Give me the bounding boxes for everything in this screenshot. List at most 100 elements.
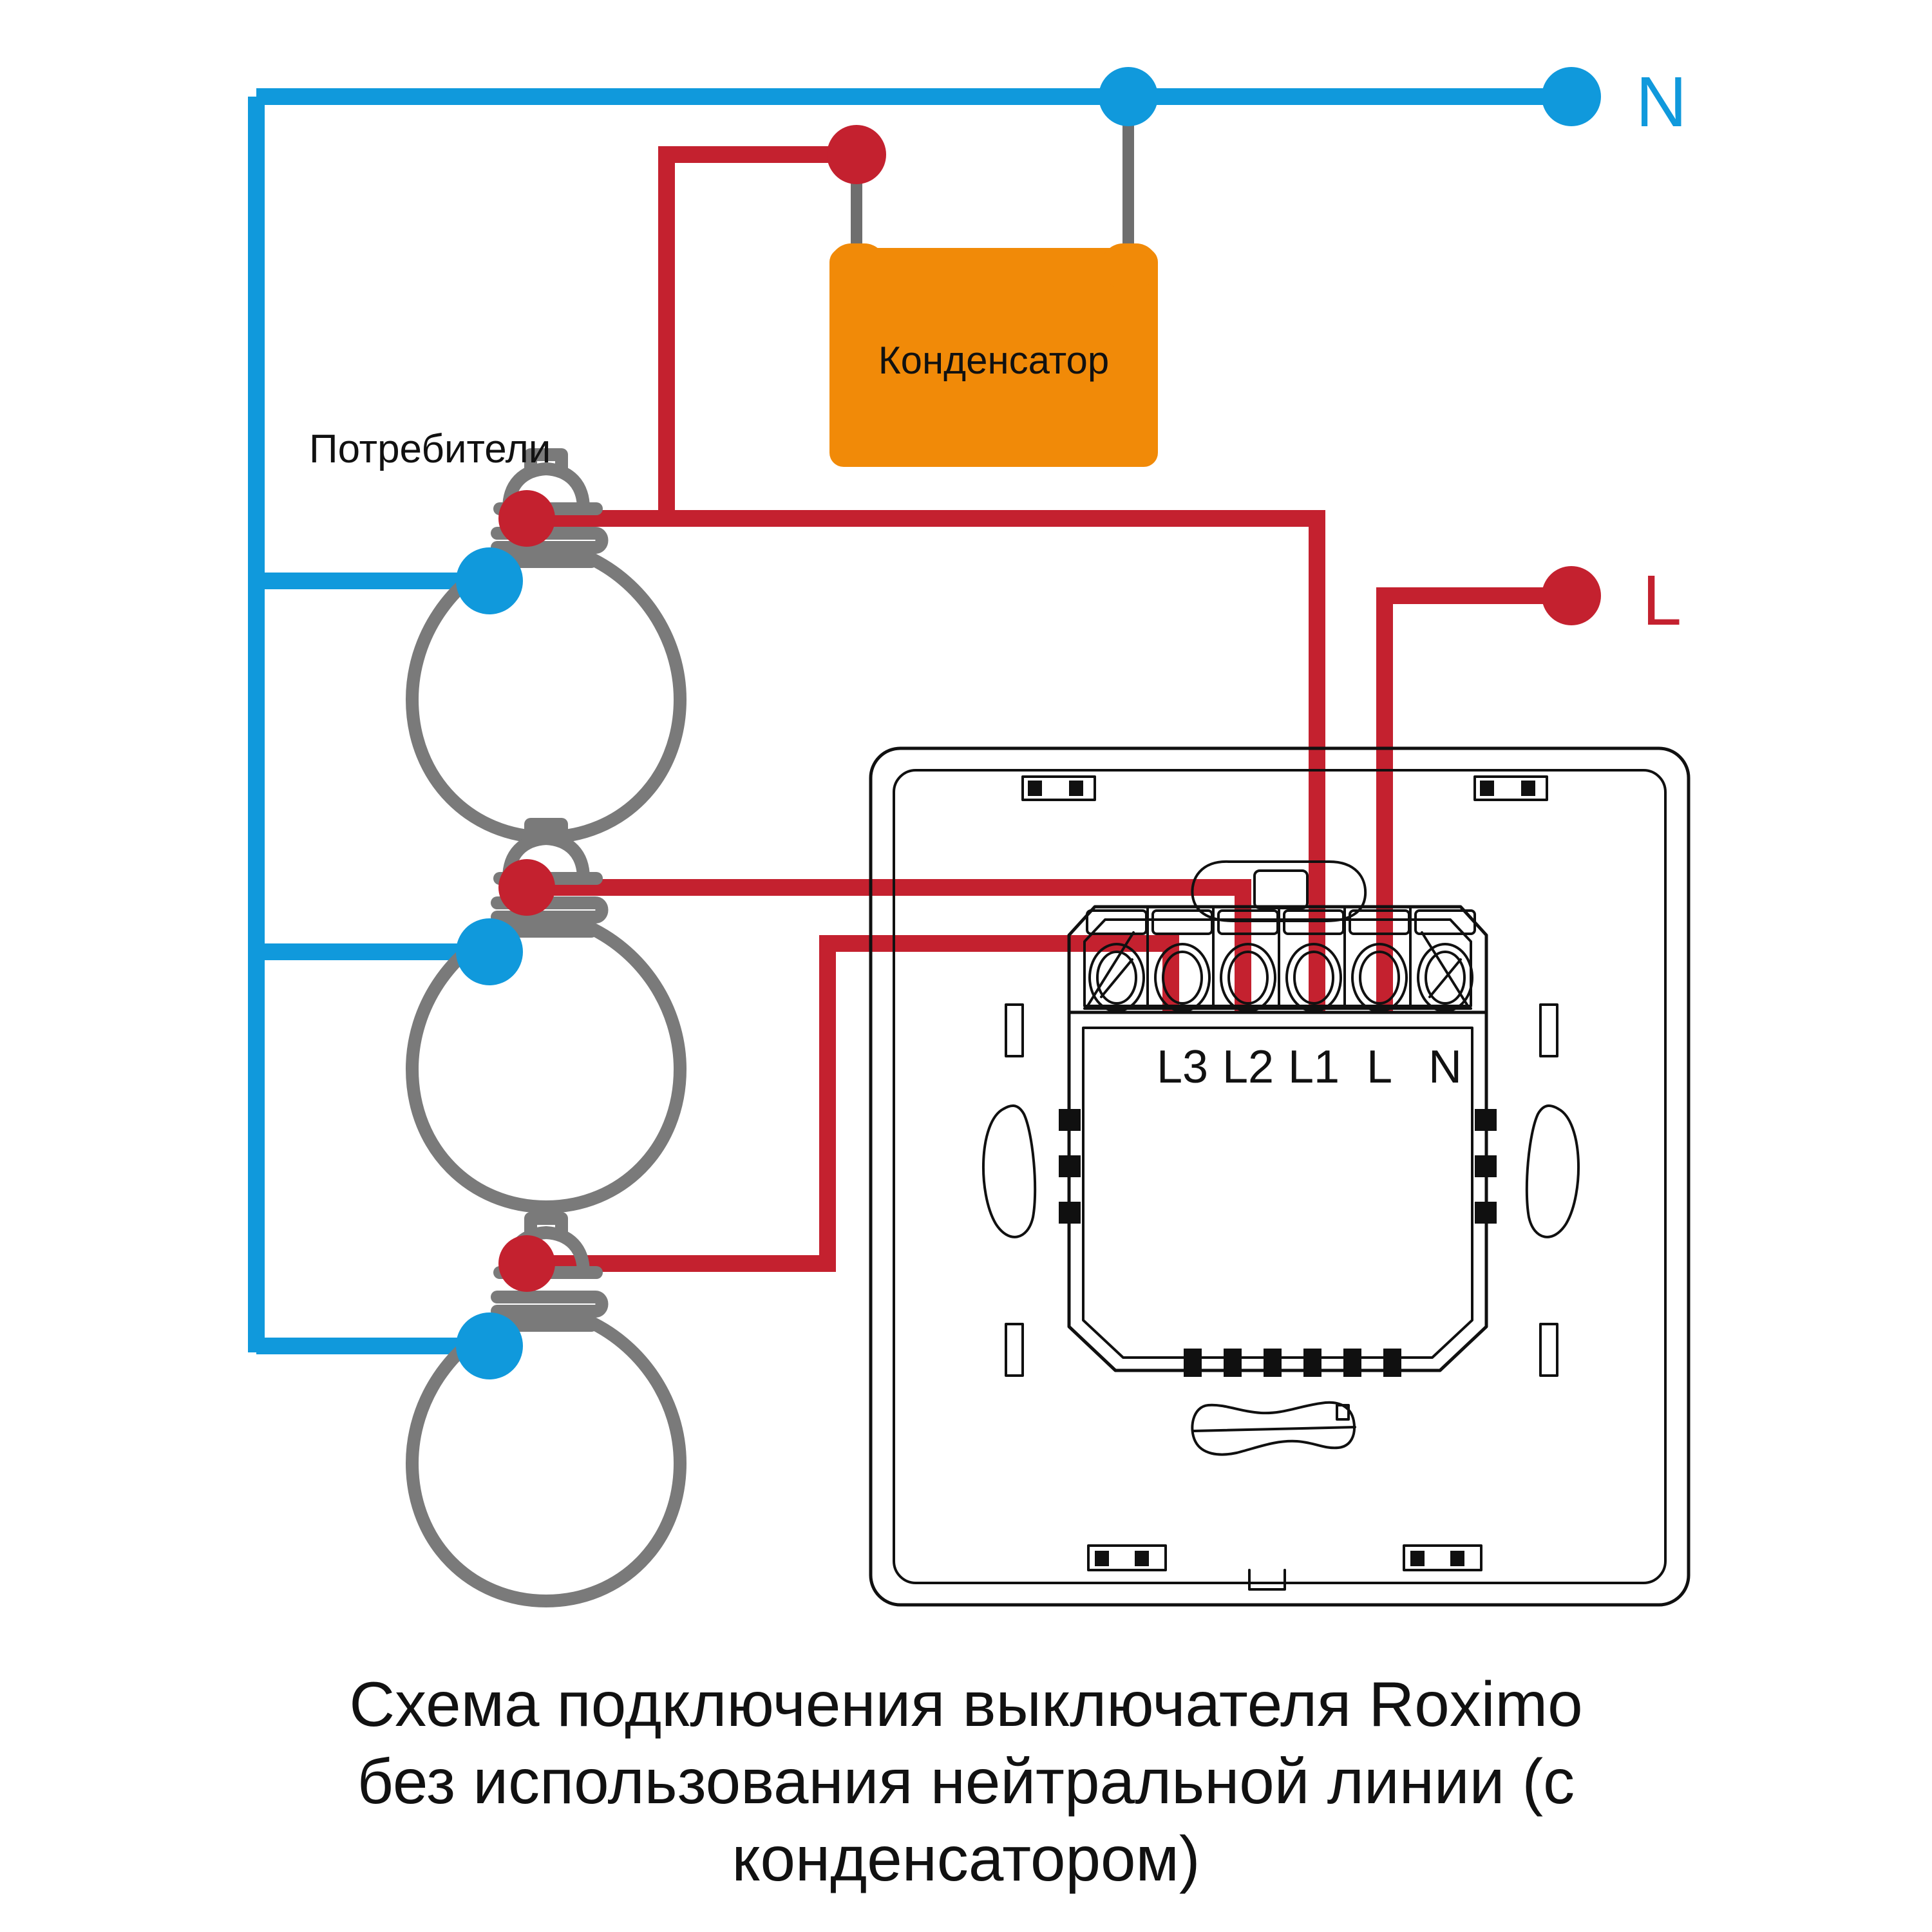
bulb-2-neck (502, 832, 590, 885)
neutral-supply-label: N (1636, 62, 1687, 142)
faceplate-tab-top-right-slot2 (1521, 781, 1535, 796)
live-supply-label: L (1642, 561, 1681, 640)
caption-line-2: без использования нейтральной линии (с (357, 1746, 1575, 1817)
terminal-label-L3: L3 (1157, 1041, 1208, 1093)
bulb-1-live-node (498, 490, 555, 547)
terminal-screw-L-inner (1359, 951, 1400, 1005)
terminal-screw-L3 (1154, 943, 1211, 1012)
neutral-bus-junction (1099, 67, 1158, 126)
faceplate-tab-bottom-right-slot (1410, 1551, 1425, 1566)
bulb-1-thread-2 (491, 527, 609, 554)
caption: Схема подключения выключателя Roximo без… (349, 1669, 1582, 1894)
module-clip-left-3 (1059, 1202, 1081, 1224)
faceplate-tab-bottom-right (1403, 1544, 1482, 1571)
mount-slot-right-lower (1539, 1323, 1558, 1377)
bulb-2 (406, 818, 687, 1213)
module-pin-6 (1383, 1349, 1401, 1377)
module-clip-right-1 (1475, 1109, 1497, 1131)
terminal-screw-L3-inner (1162, 951, 1203, 1005)
mount-slot-right-upper (1539, 1003, 1558, 1057)
faceplate-tab-top-left-slot (1028, 781, 1042, 796)
faceplate-tab-bottom-left-slot2 (1135, 1551, 1149, 1566)
capacitor-pad-right (1101, 243, 1158, 289)
module-top-bracket-slot (1253, 869, 1309, 909)
module-side-clips (1059, 1109, 1497, 1224)
live-wire-network (527, 146, 1558, 1272)
terminal-screw-N-slot (1428, 958, 1462, 998)
terminal-screw-L2-inner (1227, 951, 1269, 1005)
faceplate-bottom-notch (1248, 1569, 1286, 1591)
bulb-3-neutral-node (456, 1312, 523, 1379)
live-supply-node (1542, 566, 1601, 625)
faceplate-inner (893, 769, 1667, 1584)
module-pin-1 (1184, 1349, 1202, 1377)
live-capacitor-branch (658, 146, 857, 518)
capacitor-label: Конденсатор (878, 339, 1110, 382)
mount-slot-left-upper (1005, 1003, 1024, 1057)
module-body (1067, 1010, 1488, 1372)
live-supply-to-L (1376, 587, 1558, 1011)
bulb-3 (406, 1212, 687, 1607)
module-clip-left-2 (1059, 1155, 1081, 1177)
terminal-screw-L1 (1285, 943, 1342, 1012)
module-clip-left-1 (1059, 1109, 1081, 1131)
capacitor-component: Конденсатор (829, 243, 1158, 467)
terminal-label-N: N (1428, 1041, 1462, 1093)
faceplate-tab-bottom-left-slot (1095, 1551, 1109, 1566)
module-bottom-cam (1191, 1401, 1356, 1456)
terminal-label-L2: L2 (1222, 1041, 1274, 1093)
bulb-3-glass (406, 1312, 687, 1607)
faceplate-tab-bottom-right-slot2 (1450, 1551, 1464, 1566)
module-clip-right-3 (1475, 1202, 1497, 1224)
terminal-screw-0 (1088, 943, 1145, 1012)
terminal-screw-L (1351, 943, 1408, 1012)
terminal-screw-L1-inner (1293, 951, 1334, 1005)
faceplate-tab-top-left-slot2 (1069, 781, 1083, 796)
terminal-block-housing (1067, 905, 1488, 1014)
module-clip-right-2 (1475, 1155, 1497, 1177)
loads-label: Потребители (309, 427, 551, 471)
terminal-labels: L3 L2 L1 L N (1157, 1041, 1462, 1093)
module-bottom-cam-line (1193, 1426, 1356, 1432)
capacitor-body (829, 248, 1158, 467)
mount-claw-right (1525, 1104, 1580, 1238)
bulb-1-tip (524, 448, 568, 478)
terminal-screw-L2 (1220, 943, 1276, 1012)
bulb-2-thread-2 (491, 896, 609, 923)
faceplate-tab-top-left (1021, 775, 1096, 801)
module-pin-4 (1303, 1349, 1321, 1377)
terminal-screw-0-slot (1100, 958, 1133, 998)
terminal-screw-0-inner (1096, 951, 1137, 1005)
bulb-1-glass (406, 549, 687, 844)
terminal-label-L: L (1367, 1041, 1392, 1093)
terminal-brace-left (1087, 931, 1135, 1006)
terminal-screw-N (1417, 943, 1473, 1012)
faceplate-tab-bottom-left (1087, 1544, 1167, 1571)
capacitor-pad-left (829, 243, 886, 289)
faceplate-tab-top-right (1473, 775, 1548, 801)
module-bottom-cam-notch (1336, 1404, 1350, 1421)
mount-claw-left (982, 1104, 1037, 1238)
capacitor-live-node (827, 125, 886, 184)
module-body-inner (1082, 1027, 1473, 1359)
bulb-1-neck (502, 462, 590, 515)
module-pin-5 (1343, 1349, 1361, 1377)
caption-line-1: Схема подключения выключателя Roximo (349, 1669, 1582, 1739)
neutral-wire-network (248, 88, 1571, 1354)
terminal-slot-5 (1414, 909, 1476, 935)
module-pin-3 (1264, 1349, 1282, 1377)
live-bulb-2-to-L2 (527, 879, 1251, 1011)
terminal-label-L1: L1 (1288, 1041, 1340, 1093)
bulb-2-live-node (498, 859, 555, 916)
bulb-3-thread-2 (491, 1291, 609, 1318)
mount-slot-left-lower (1005, 1323, 1024, 1377)
live-bulb-1-to-L1 (527, 510, 1325, 1011)
terminal-screws (1088, 943, 1473, 1012)
module-bottom-pins (1184, 1349, 1401, 1377)
neutral-supply-node (1542, 67, 1601, 126)
bulb-2-neutral-node (456, 918, 523, 985)
bulb-2-tip (524, 818, 568, 848)
switch-device: L3 L2 L1 L N (869, 746, 1690, 1607)
faceplate-tab-top-right-slot (1480, 781, 1494, 796)
